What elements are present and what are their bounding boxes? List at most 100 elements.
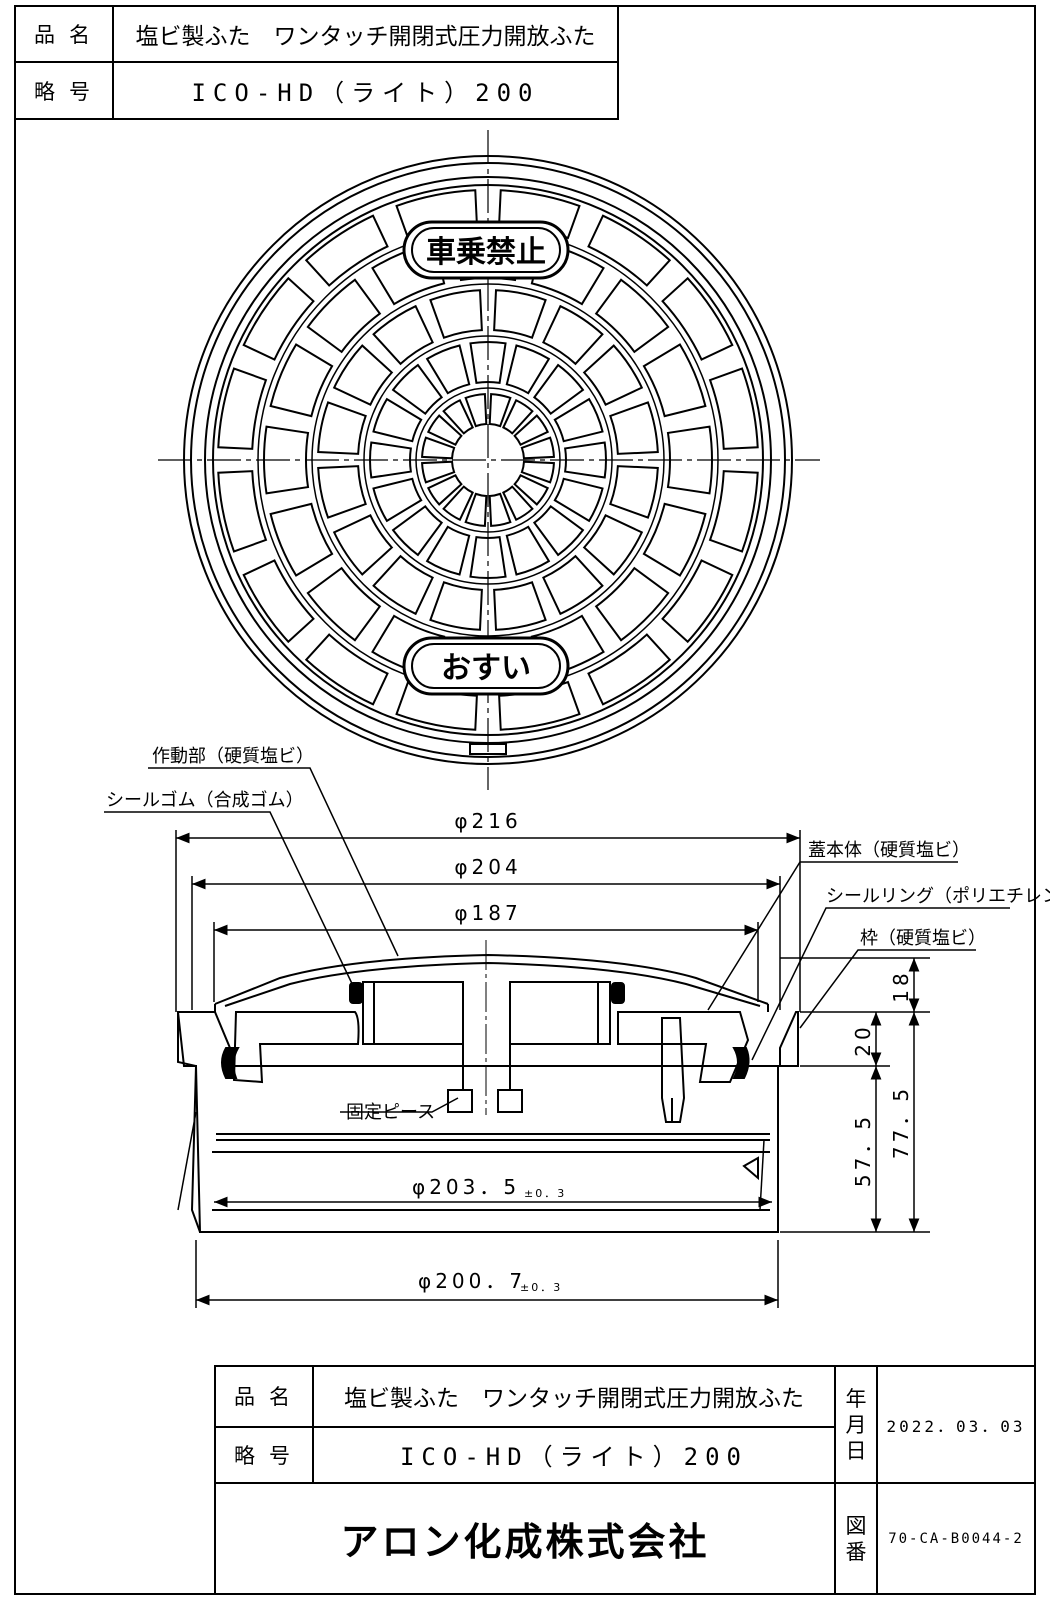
plan-rib-segment [513, 473, 550, 506]
callout-seal-rubber: シールゴム（合成ゴム） [106, 790, 304, 811]
drawing-no-label-text: 図番 [845, 1513, 867, 1564]
callout-actuator: 作動部（硬質塩ビ） [152, 746, 314, 767]
plan-rib-segment [442, 398, 475, 435]
name-value: 塩ビ製ふた ワンタッチ開閉式圧力開放ふた [112, 5, 619, 63]
dim-204: φ204 [454, 855, 521, 879]
outer-rim [183, 155, 793, 765]
plan-rib-segment [642, 343, 707, 418]
dim-200: φ200．7 [418, 1269, 526, 1293]
plate-top: 車乗禁止 [402, 220, 570, 280]
name-label: 品名 [14, 5, 114, 63]
company-name: アロン化成株式会社 [214, 1482, 836, 1595]
plan-rib-segment [242, 276, 315, 361]
leaders [104, 767, 1010, 1211]
plan-rib-segment [587, 214, 672, 287]
plan-rib-segment [421, 436, 456, 460]
plan-rib-segment [594, 278, 670, 354]
lid-top-surface [214, 953, 769, 1005]
plan-rib-segment [609, 465, 659, 519]
plan-rib-segment [391, 363, 444, 416]
plan-rib-segment [505, 344, 551, 395]
plan-rib-segment [372, 304, 434, 366]
plan-rib-segment [425, 344, 471, 395]
plan-rib-segment [372, 554, 434, 616]
dim-18: 18 [889, 969, 913, 1002]
plan-rib-segment [429, 289, 483, 339]
plate-bottom: おすい [402, 636, 570, 696]
plan-rib-segment [262, 425, 310, 495]
plan-rib-segment [582, 344, 644, 406]
plan-rib-segment [563, 441, 607, 479]
plan-rib-segment [493, 289, 547, 339]
plan-rib-segment [542, 554, 604, 616]
date-label: 年月日 [834, 1365, 878, 1484]
bottom-name-label: 品名 [214, 1365, 314, 1428]
plan-rib-segment [488, 492, 512, 527]
seal-rubber-right [611, 982, 625, 1004]
plan-rib-segment [369, 441, 413, 479]
plan-rib-segment [501, 398, 534, 435]
plan-rib-segment [464, 393, 488, 428]
plan-rib-segment [666, 425, 714, 495]
callout-seal-ring: シールリング（ポリエチレン） [826, 886, 1050, 907]
drawing-no-label: 図番 [834, 1482, 878, 1595]
plan-rib-segment [520, 436, 555, 460]
plate-top-text: 車乗禁止 [426, 235, 546, 270]
plan-rib-segment [501, 485, 534, 522]
plan-rib-segment [425, 525, 471, 576]
plan-rib-segment [269, 502, 334, 577]
plan-rib-segment [391, 504, 444, 557]
top-title-block: 品名 塩ビ製ふた ワンタッチ開閉式圧力開放ふた 略号 ICO-HD（ライト）20… [14, 5, 619, 120]
plan-rib-segment [429, 581, 483, 631]
plan-rib-segment [542, 304, 604, 366]
plan-rib-segment [609, 401, 659, 455]
bottom-code-label: 略号 [214, 1425, 314, 1485]
dim-57-5: 57．5 [851, 1113, 875, 1187]
plan-rib-segment [317, 465, 367, 519]
dimensions [175, 830, 930, 1308]
plan-rib-segment [469, 535, 507, 579]
seal-ring-left [221, 1047, 240, 1079]
fixing-piece-left [447, 1089, 473, 1113]
code-value: ICO-HD（ライト）200 [112, 61, 619, 120]
bottom-code-value: ICO-HD（ライト）200 [312, 1425, 836, 1485]
plan-rib-segment [661, 276, 734, 361]
plan-rib-segment [242, 559, 315, 644]
plan-rib-segment [421, 460, 456, 484]
fixing-piece-right [497, 1089, 523, 1113]
dim-203-tol: ±0．3 [524, 1187, 566, 1200]
code-label: 略号 [14, 61, 114, 120]
plan-rib-segment [332, 344, 394, 406]
plan-rib-segment [464, 492, 488, 527]
plan-rib-segment [505, 525, 551, 576]
dim-20: 20 [851, 1023, 875, 1056]
plan-rib-segment [469, 341, 507, 385]
plan-rib-segment [708, 470, 759, 553]
left-chamber [362, 981, 464, 1045]
plan-rib-segment [661, 559, 734, 644]
date-label-text: 年月日 [845, 1386, 867, 1463]
date-value: 2022．03．03 [876, 1365, 1036, 1484]
plan-rib-segment [553, 477, 604, 523]
plan-rib-segment [708, 367, 759, 450]
plan-rib-segment [532, 504, 585, 557]
dim-216: φ216 [454, 809, 521, 833]
plan-rib-segment [442, 485, 475, 522]
plan-rib-segment [520, 460, 555, 484]
plan-rib-segment [372, 477, 423, 523]
dim-200-tol: ±0．3 [520, 1281, 562, 1294]
plan-rib-segment [587, 633, 672, 706]
plate-bottom-text: おすい [441, 651, 531, 686]
callout-frame: 枠（硬質塩ビ） [860, 928, 986, 949]
dim-77-5: 77．5 [889, 1085, 913, 1159]
plan-rib-segment [304, 633, 389, 706]
bottom-name-value: 塩ビ製ふた ワンタッチ開閉式圧力開放ふた [312, 1365, 836, 1428]
plan-rib-segment [513, 414, 550, 447]
dim-187: φ187 [454, 901, 521, 925]
plan-rib-segment [426, 414, 463, 447]
plan-rib-segment [317, 401, 367, 455]
plan-rib-segment [642, 502, 707, 577]
plan-rib-segment [304, 214, 389, 287]
plan-rib-segment [582, 514, 644, 576]
plan-rib-segment [488, 393, 512, 428]
